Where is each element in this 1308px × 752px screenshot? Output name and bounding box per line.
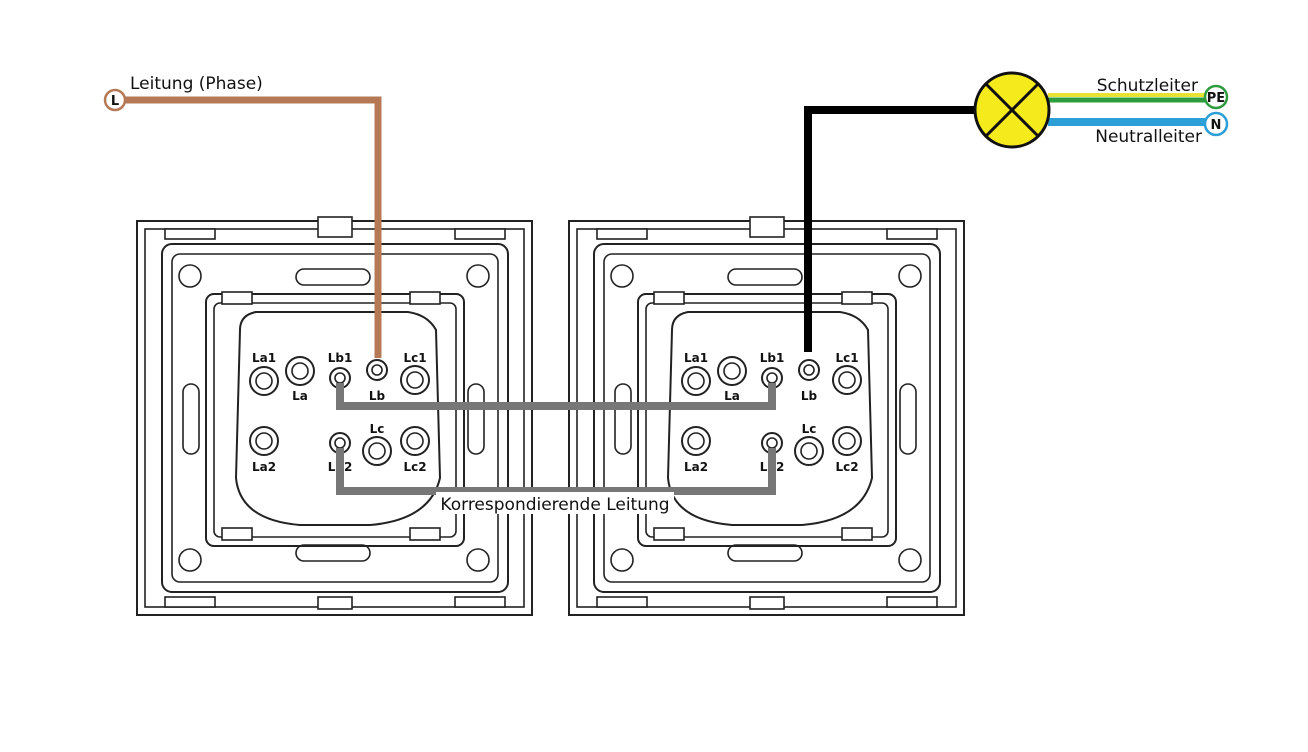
- neutral-badge-text: N: [1211, 118, 1222, 133]
- terminal-lc-left: Lc: [370, 422, 385, 436]
- terminal-la2-right: La2: [684, 460, 708, 474]
- terminal-la-left: La: [292, 389, 308, 403]
- phase-badge: L: [103, 88, 127, 112]
- lamp-icon: [973, 71, 1051, 149]
- neutral-badge: N: [1203, 111, 1229, 137]
- terminal-lc1-left: Lc1: [403, 351, 426, 365]
- switch-left: La1 La Lb1 Lb Lc1 La2 Lb2 Lc Lc2: [136, 216, 533, 616]
- terminal-lb-left: Lb: [369, 389, 386, 403]
- terminal-la1-right: La1: [684, 351, 708, 365]
- terminal-la1-left: La1: [252, 351, 276, 365]
- phase-label: Leitung (Phase): [130, 74, 263, 94]
- protective-badge-text: PE: [1207, 91, 1225, 106]
- neutral-label: Neutralleiter: [1095, 127, 1202, 147]
- traveler-label-backdrop: [436, 492, 674, 514]
- terminal-lb-right: Lb: [801, 389, 818, 403]
- terminal-lc1-right: Lc1: [835, 351, 858, 365]
- traveler-wire-upper: [336, 383, 776, 410]
- terminal-lc2-left: Lc2: [403, 460, 426, 474]
- terminal-lb1-left: Lb1: [328, 351, 353, 365]
- terminal-la2-left: La2: [252, 460, 276, 474]
- traveler-label: Korrespondierende Leitung: [440, 495, 669, 515]
- protective-label: Schutzleiter: [1097, 76, 1198, 96]
- protective-badge: PE: [1203, 84, 1229, 110]
- phase-wire: [125, 96, 382, 358]
- terminal-lc2-right: Lc2: [835, 460, 858, 474]
- switch-right: La1 La Lb1 Lb Lc1 La2 Lb2 Lc Lc2: [568, 216, 965, 616]
- switched-wire: [804, 106, 976, 352]
- terminal-lb1-right: Lb1: [760, 351, 785, 365]
- traveler-wire-lower: [336, 448, 776, 495]
- phase-badge-text: L: [111, 94, 119, 109]
- terminal-la-right: La: [724, 389, 740, 403]
- terminal-lc-right: Lc: [802, 422, 817, 436]
